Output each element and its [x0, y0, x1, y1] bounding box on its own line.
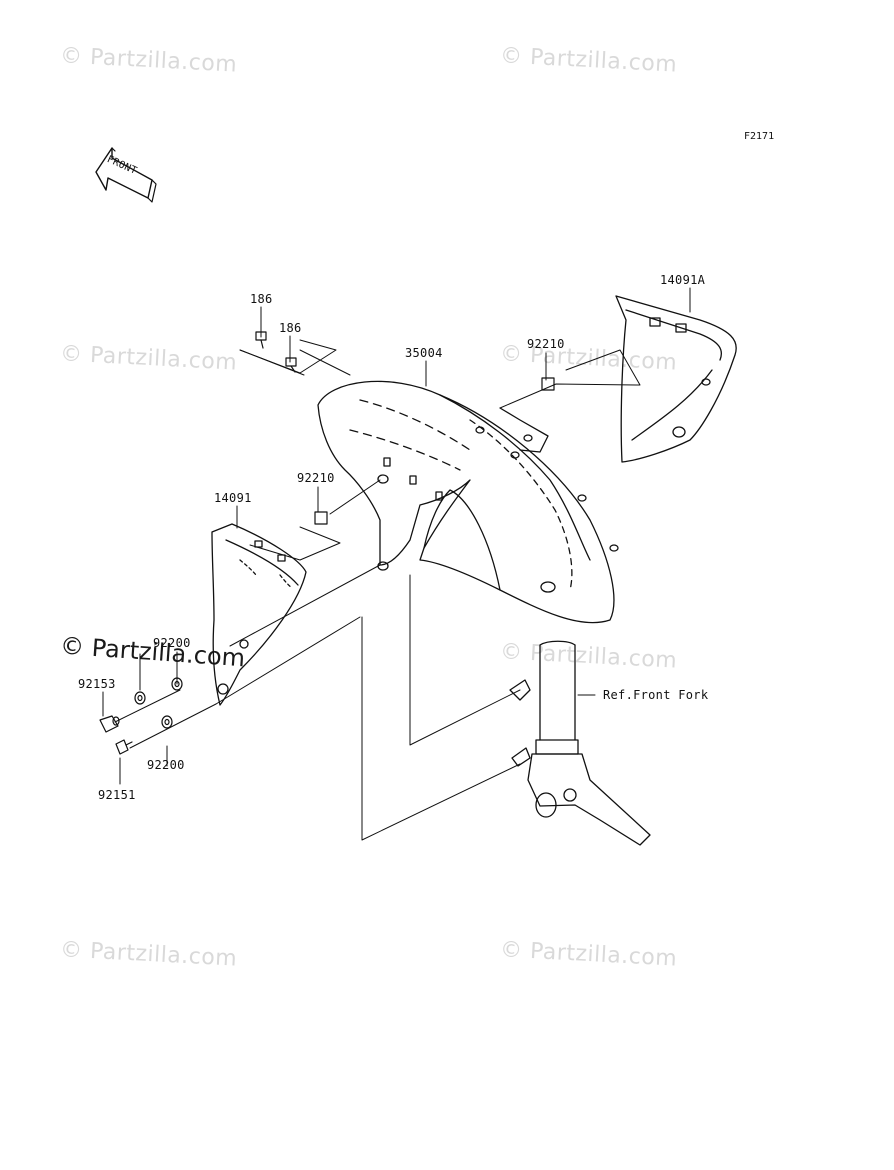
diagram-code: F2171 [744, 131, 775, 142]
part-label-92153[interactable]: 92153 [78, 677, 116, 691]
connector-lines [114, 339, 641, 841]
nut-92210b-icon [314, 511, 328, 525]
washer-92200a-icon [171, 677, 183, 691]
front-fender [317, 380, 619, 624]
bolt-186b-icon [285, 357, 297, 373]
part-label-186[interactable]: 186 [279, 321, 302, 335]
washer-icon [134, 691, 146, 705]
bolt-186a-icon [255, 331, 267, 349]
nut-92210a-icon [541, 377, 555, 391]
collar-92153-icon [99, 715, 120, 733]
part-label-92200[interactable]: 92200 [153, 636, 191, 650]
side-cover-left [211, 523, 307, 706]
part-label-92210[interactable]: 92210 [527, 337, 565, 351]
part-label-14091[interactable]: 14091 [214, 491, 252, 505]
reference-label: Ref.Front Fork [603, 688, 709, 702]
part-label-186[interactable]: 186 [250, 292, 273, 306]
side-cover-right [615, 295, 737, 463]
front-fork [509, 640, 651, 846]
part-label-14091A[interactable]: 14091A [660, 273, 706, 287]
bolt-92151-icon [115, 739, 133, 755]
part-label-92210[interactable]: 92210 [297, 471, 335, 485]
part-label-35004[interactable]: 35004 [405, 346, 443, 360]
part-label-92151[interactable]: 92151 [98, 788, 136, 802]
part-label-92200[interactable]: 92200 [147, 758, 185, 772]
leader-lines [102, 287, 691, 785]
front-arrow-icon [95, 147, 157, 203]
washer-92200b-icon [161, 715, 173, 729]
